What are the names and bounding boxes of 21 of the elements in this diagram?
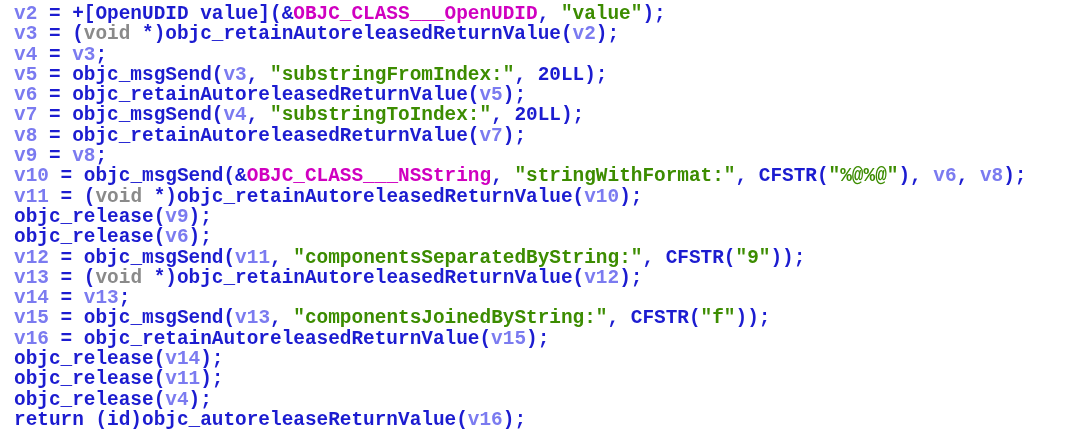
code-line: objc_release(v11); xyxy=(14,369,224,390)
code-line: objc_release(v9); xyxy=(14,206,212,228)
code-line: v16 = objc_retainAutoreleasedReturnValue(v15); xyxy=(14,328,550,350)
code-line: v4 = v3; xyxy=(14,44,108,65)
code-line: v2 = +[OpenUDID value](&OBJC_CLASS___OpenUDID, "value"); xyxy=(14,4,666,25)
code-line: v7 = objc_msgSend(v4, "substringToIndex:", 20LL); xyxy=(14,105,585,126)
code-line: v3 = (void *)objc_retainAutoreleasedReturnValue(v2); xyxy=(14,24,620,45)
code-line: return (id)objc_autoreleaseReturnValue(v16); xyxy=(14,409,527,431)
code-line: v14 = v13; xyxy=(14,288,131,309)
code-line: objc_release(v6); xyxy=(14,227,212,248)
code-line: v12 = objc_msgSend(v11, "componentsSeparatedByString:", CFSTR("9")); xyxy=(14,247,806,268)
code-line: v11 = (void *)objc_retainAutoreleasedReturnValue(v10); xyxy=(14,186,643,207)
code-line: objc_release(v14); xyxy=(14,349,224,370)
code-line: v10 = objc_msgSend(&OBJC_CLASS___NSString, "stringWithFormat:", CFSTR("%@%@"), v6, v8); xyxy=(14,166,1027,187)
code-line: v13 = (void *)objc_retainAutoreleasedReturnValue(v12); xyxy=(14,267,643,289)
code-line: v15 = objc_msgSend(v13, "componentsJoinedByString:", CFSTR("f")); xyxy=(14,308,771,329)
code-line: v9 = v8; xyxy=(14,146,108,167)
code-line: objc_release(v4); xyxy=(14,389,212,410)
code-line: v6 = objc_retainAutoreleasedReturnValue(v5); xyxy=(14,85,527,106)
code-line: v5 = objc_msgSend(v3, "substringFromIndex:", 20LL); xyxy=(14,64,608,86)
code-line: v8 = objc_retainAutoreleasedReturnValue(v7); xyxy=(14,125,527,147)
